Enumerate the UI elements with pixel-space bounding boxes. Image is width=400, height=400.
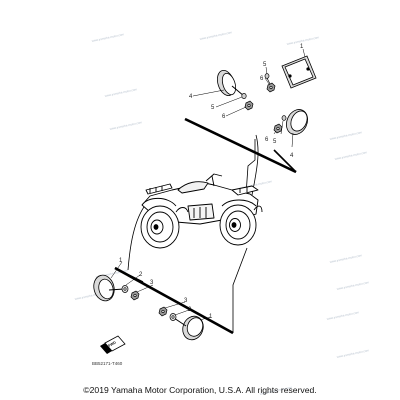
upper-bracket-line-2 xyxy=(273,149,297,173)
top-right-plate xyxy=(281,55,317,89)
top-left-screw xyxy=(241,93,247,99)
right-reflector-nut xyxy=(273,123,283,134)
callout-top-right-nut: 6 xyxy=(260,76,264,82)
watermark: www.yamaha-motor.com xyxy=(336,348,369,359)
leader-to-atv-4 xyxy=(232,247,248,333)
lower-bracket-line-2 xyxy=(114,267,144,283)
watermark: www.yamaha-motor.com xyxy=(199,30,232,41)
callout-bottom-right-nut: 3 xyxy=(184,298,188,304)
bottom-left-reflector-assembly: 1 2 3 xyxy=(93,258,154,302)
watermark: www.yamaha-motor.com xyxy=(326,310,359,321)
right-reflector xyxy=(286,109,308,135)
bottom-left-nut xyxy=(130,290,140,301)
front-icon-label: FWD xyxy=(108,340,117,348)
watermark: www.yamaha-motor.com xyxy=(286,35,319,46)
callout-top-left-reflector: 4 xyxy=(189,94,193,100)
atv-front-rack xyxy=(231,185,259,196)
atv-rear-wheel xyxy=(140,205,180,249)
callout-top-right-screw: 5 xyxy=(263,62,267,68)
atv-front-fender xyxy=(221,199,257,207)
callout-bottom-left-nut: 3 xyxy=(150,280,154,286)
bottom-right-reflector xyxy=(173,315,204,341)
atv-rear-fender xyxy=(141,197,177,207)
right-reflector-assembly: 6 5 4 xyxy=(265,109,308,159)
atv-illustration xyxy=(140,173,263,249)
callout-right-reflector: 4 xyxy=(290,153,294,159)
bottom-left-reflector xyxy=(93,274,125,302)
watermark: www.yamaha-motor.com xyxy=(109,120,142,131)
callout-bottom-right-reflector: 1 xyxy=(209,314,213,320)
callout-right-reflector-nut: 6 xyxy=(265,137,269,143)
watermarks: www.yamaha-motor.com www.yamaha-motor.co… xyxy=(74,30,369,396)
front-direction-icon: FWD xyxy=(100,335,126,354)
lower-bracket-line xyxy=(114,266,234,335)
watermark: www.yamaha-motor.com xyxy=(74,290,107,301)
bottom-right-washer xyxy=(169,313,177,321)
watermark: www.yamaha-motor.com xyxy=(95,268,128,279)
top-left-reflector-assembly: 4 5 6 xyxy=(189,69,254,120)
watermark: www.yamaha-motor.com xyxy=(239,179,272,190)
bottom-left-washer xyxy=(121,285,129,293)
copyright-notice: ©2019 Yamaha Motor Corporation, U.S.A. A… xyxy=(83,385,317,395)
top-right-plate-assembly: 1 5 6 xyxy=(260,44,317,93)
watermark: www.yamaha-motor.com xyxy=(91,32,124,43)
upper-bracket-line xyxy=(184,117,297,174)
atv-seat xyxy=(177,181,209,194)
bottom-right-nut xyxy=(158,306,168,317)
part-code: BB52171-T460 xyxy=(92,361,123,366)
callout-top-left-nut: 6 xyxy=(222,114,226,120)
callout-bottom-left-washer: 2 xyxy=(139,272,143,278)
watermark: www.yamaha-motor.com xyxy=(259,385,292,396)
callout-top-right-plate: 1 xyxy=(300,44,304,50)
watermark: www.yamaha-motor.com xyxy=(329,253,362,264)
atv-handlebar xyxy=(205,173,223,182)
watermark: www.yamaha-motor.com xyxy=(336,280,369,291)
watermark: www.yamaha-motor.com xyxy=(334,150,367,161)
callout-bottom-right-washer: 2 xyxy=(188,307,192,313)
top-left-reflector xyxy=(216,69,245,97)
callout-top-left-screw: 5 xyxy=(211,105,215,111)
top-left-nut xyxy=(244,100,254,111)
atv-front-wheel xyxy=(219,204,257,246)
atv-engine xyxy=(187,203,215,221)
leader-to-atv xyxy=(245,139,256,196)
top-right-nut xyxy=(266,82,276,93)
right-reflector-screw xyxy=(281,115,287,121)
watermark: www.yamaha-motor.com xyxy=(329,130,362,141)
callout-right-reflector-screw: 5 xyxy=(273,139,277,145)
bottom-right-reflector-assembly: 3 2 1 xyxy=(158,298,213,341)
leader-to-atv-3 xyxy=(127,203,147,271)
callout-bottom-left-reflector: 1 xyxy=(119,258,123,264)
watermark: www.yamaha-motor.com xyxy=(104,87,137,98)
